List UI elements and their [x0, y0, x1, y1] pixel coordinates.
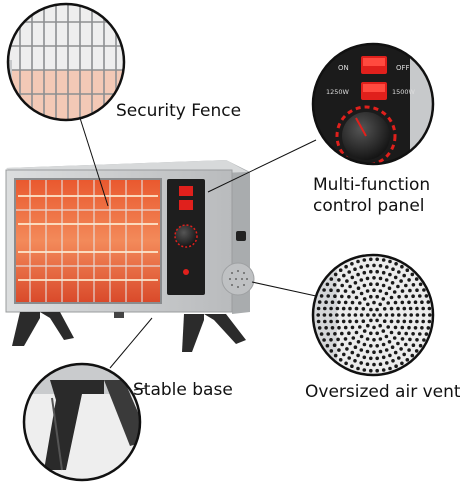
heater-body: [5, 160, 255, 352]
magnifier-circle-icon: [311, 253, 435, 377]
switch-off-label: OFF: [396, 64, 410, 72]
magnifier-circle-icon: [22, 362, 142, 482]
callout-lines: [79, 117, 317, 391]
magnifier-circle-icon: ON OFF 1250W 1500W: [311, 42, 435, 166]
power-low-label: 1250W: [326, 88, 350, 96]
control-panel-label-line1: Multi-function: [313, 175, 431, 195]
security-fence-label: Security Fence: [116, 101, 242, 121]
stable-base-label: Stable base: [133, 380, 233, 400]
switch-on-label: ON: [338, 64, 349, 72]
control-panel-label-line2: control panel: [313, 196, 425, 216]
magnifier-circle-icon: [6, 2, 126, 122]
air-vent-label: Oversized air vent: [305, 382, 460, 402]
power-high-label: 1500W: [392, 88, 416, 96]
control-panel-label: Multi-function control panel: [313, 175, 430, 217]
